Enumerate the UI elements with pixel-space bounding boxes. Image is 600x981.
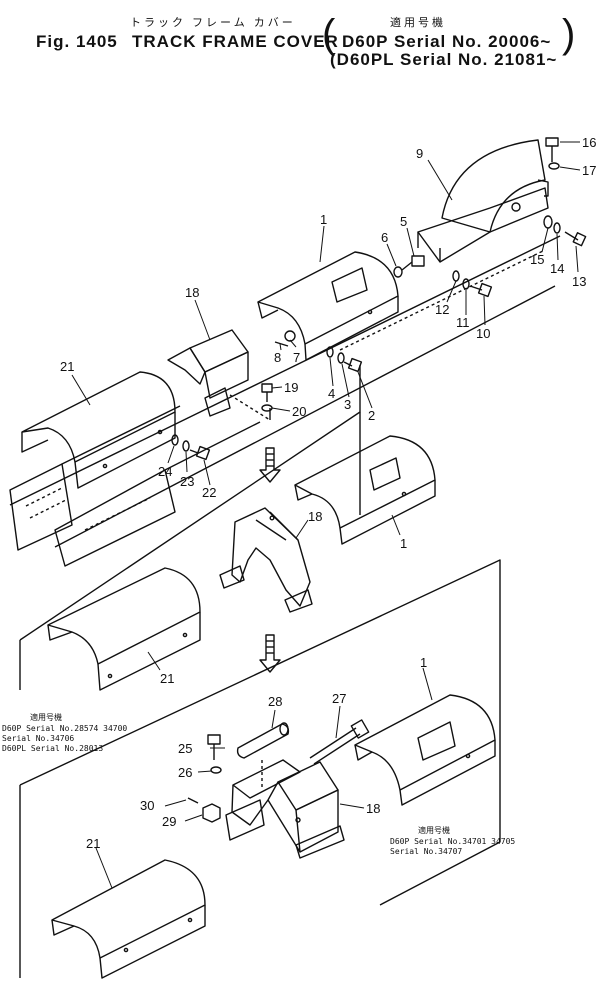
pin-28 xyxy=(236,722,290,790)
callout-1-bottom: 1 xyxy=(420,655,427,670)
callout-18-top: 18 xyxy=(185,285,199,300)
cover-1-bottom xyxy=(354,694,496,806)
assembly-arrow-2 xyxy=(259,634,281,673)
callout-21-top: 21 xyxy=(60,359,74,374)
callout-29: 29 xyxy=(162,814,176,829)
bolt-27 xyxy=(309,719,370,765)
callout-18-bottom: 18 xyxy=(366,801,380,816)
left-paren: ( xyxy=(322,12,336,56)
cover-1-top xyxy=(257,251,399,361)
track-frame-top xyxy=(9,235,561,567)
callout-11: 11 xyxy=(456,315,470,330)
cover-1-middle xyxy=(294,435,436,545)
callout-10: 10 xyxy=(476,326,490,341)
callout-21-bottom: 21 xyxy=(86,836,100,851)
right-paren: ) xyxy=(562,12,576,56)
callout-9: 9 xyxy=(416,146,423,161)
serial-line-2: (D60PL Serial No. 21081~ xyxy=(330,50,558,69)
callout-22: 22 xyxy=(202,485,216,500)
assembly-arrow-1 xyxy=(259,447,281,483)
serial-line-1: D60P Serial No. 20006~ xyxy=(342,32,552,51)
callout-13: 13 xyxy=(572,274,586,289)
callout-23: 23 xyxy=(180,474,194,489)
callout-27: 27 xyxy=(332,691,346,706)
callout-15: 15 xyxy=(530,252,544,267)
jp-applicable-label: 適用号機 xyxy=(390,17,446,29)
callout-1-middle: 1 xyxy=(400,536,407,551)
callout-6: 6 xyxy=(381,230,388,245)
callout-5: 5 xyxy=(400,214,407,229)
callout-16: 16 xyxy=(582,135,596,150)
callout-12: 12 xyxy=(435,302,449,317)
callout-25: 25 xyxy=(178,741,192,756)
callout-2: 2 xyxy=(368,408,375,423)
callout-30: 30 xyxy=(140,798,154,813)
callout-3: 3 xyxy=(344,397,351,412)
callout-26: 26 xyxy=(178,765,192,780)
middle-panel-frame xyxy=(19,365,361,690)
callout-8: 8 xyxy=(274,350,281,365)
guard-9 xyxy=(417,139,549,263)
figure-title: TRACK FRAME COVER xyxy=(132,32,339,51)
cover-21-top xyxy=(21,371,176,489)
callout-14: 14 xyxy=(550,261,564,276)
callout-7: 7 xyxy=(293,350,300,365)
support-18-top xyxy=(167,329,271,421)
hardware-bottom xyxy=(187,734,222,823)
hardware-top xyxy=(171,137,587,461)
mid-note-line-3: D60PL Serial No.28013 xyxy=(2,744,104,753)
bot-note-line-1: D60P Serial No.34701 34705 xyxy=(390,837,516,846)
callout-numbers: 1 2 3 4 5 6 7 8 9 10 11 12 13 14 15 16 1… xyxy=(60,135,596,851)
bot-note-line-2: Serial No.34707 xyxy=(390,847,463,856)
support-18-bottom xyxy=(225,759,345,859)
callout-1-top: 1 xyxy=(320,212,327,227)
mid-note-line-2: Serial No.34706 xyxy=(2,734,75,743)
callout-18-middle: 18 xyxy=(308,509,322,524)
jp-title: トラック フレーム カバー xyxy=(130,17,296,29)
callout-4: 4 xyxy=(328,386,335,401)
callout-17: 17 xyxy=(582,163,596,178)
callout-21-middle: 21 xyxy=(160,671,174,686)
callout-20: 20 xyxy=(292,404,306,419)
leader-lines xyxy=(71,141,581,889)
callout-28: 28 xyxy=(268,694,282,709)
callout-24: 24 xyxy=(158,464,172,479)
cover-21-bottom xyxy=(51,859,206,979)
bottom-panel-frame xyxy=(19,559,501,978)
support-18-middle xyxy=(219,507,313,613)
mid-note-line-1: D60P Serial No.28574 34700 xyxy=(2,724,128,733)
bot-note-head: 適用号機 xyxy=(418,826,450,835)
figure-number: Fig. 1405 xyxy=(36,32,118,51)
mid-note-head: 適用号機 xyxy=(30,713,62,722)
callout-19: 19 xyxy=(284,380,298,395)
cover-21-middle xyxy=(47,567,201,691)
